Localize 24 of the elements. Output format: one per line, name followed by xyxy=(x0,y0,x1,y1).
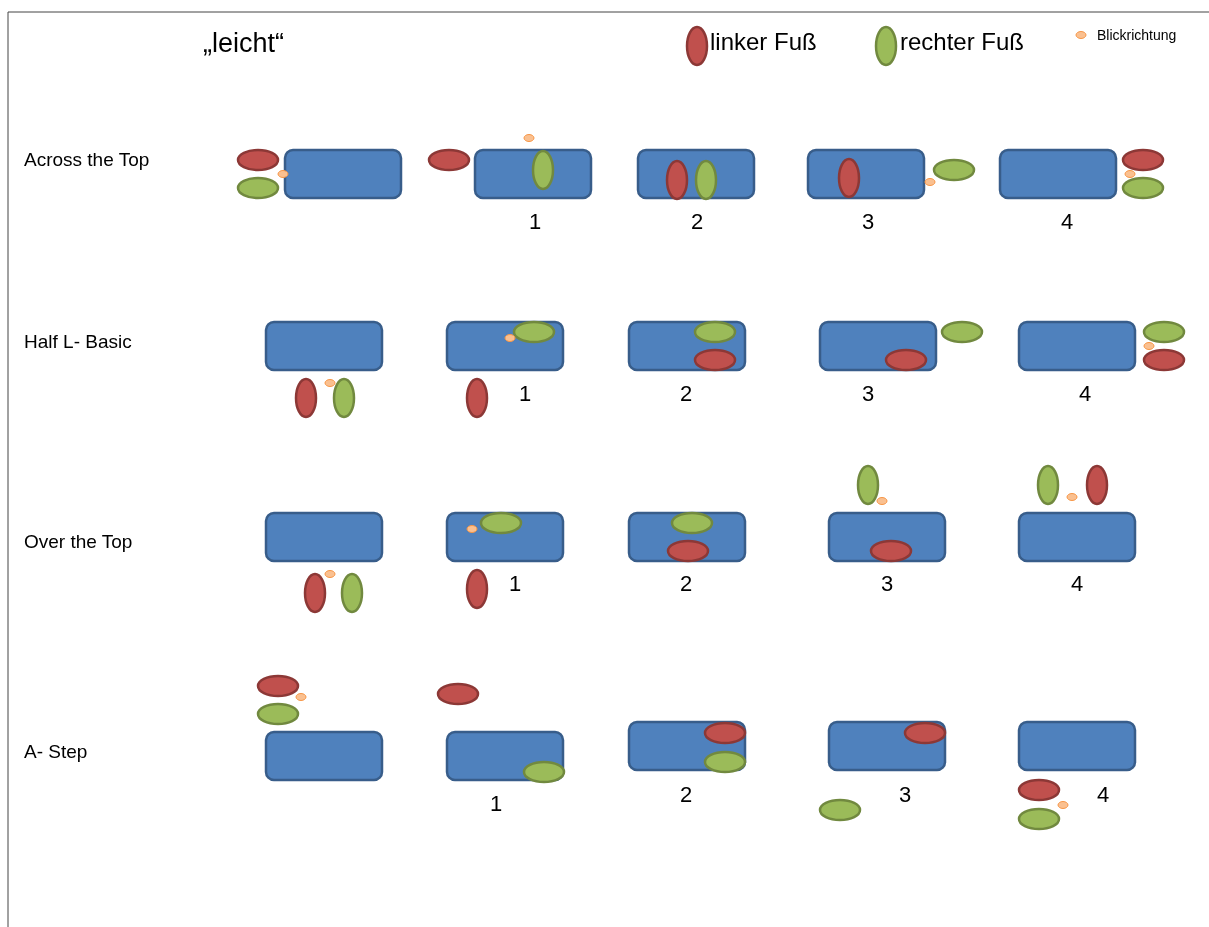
step-number: 4 xyxy=(1096,784,1110,806)
row-label: Across the Top xyxy=(24,150,150,169)
step-number: 2 xyxy=(679,784,693,806)
page-title: „leicht“ xyxy=(203,30,284,57)
step-number: 1 xyxy=(528,211,542,233)
step-number: 4 xyxy=(1078,383,1092,405)
row-label: Over the Top xyxy=(24,532,133,551)
step-number: 3 xyxy=(861,211,875,233)
step-number: 2 xyxy=(690,211,704,233)
step-number: 4 xyxy=(1060,211,1074,233)
row-label: A- Step xyxy=(24,742,88,761)
step-number: 1 xyxy=(508,573,522,595)
step-number: 1 xyxy=(489,793,503,815)
step-number: 1 xyxy=(518,383,532,405)
legend-label: linker Fuß xyxy=(710,30,817,54)
legend-label: rechter Fuß xyxy=(900,30,1025,54)
step-number: 2 xyxy=(679,383,693,405)
step-number: 3 xyxy=(861,383,875,405)
step-number: 4 xyxy=(1070,573,1084,595)
step-number: 3 xyxy=(898,784,912,806)
step-number: 3 xyxy=(880,573,894,595)
step-number: 2 xyxy=(679,573,693,595)
row-label: Half L- Basic xyxy=(24,332,132,351)
legend-label: Blickrichtung xyxy=(1097,28,1177,42)
